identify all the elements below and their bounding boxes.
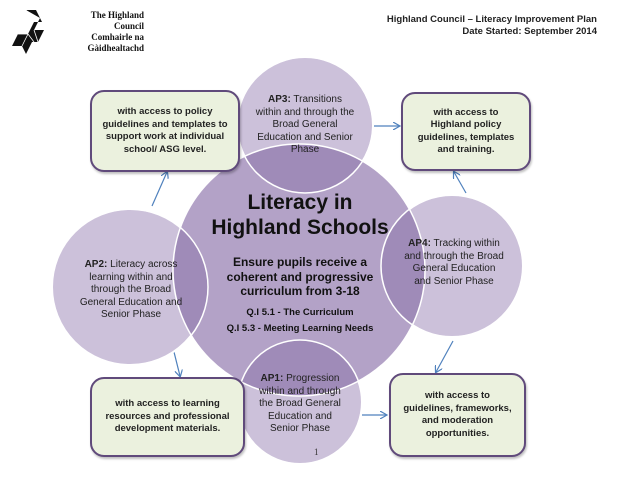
ap2-text: Literacy across learning within and thro… xyxy=(79,259,183,320)
box-top-right-text: with access to Highland policy guideline… xyxy=(417,106,515,156)
ap3-id: AP3: xyxy=(268,94,291,105)
page-number: 1 xyxy=(314,447,319,457)
central-title: Literacy in Highland Schools xyxy=(180,190,420,240)
quality-indicators: Q.I 5.1 - The Curriculum Q.I 5.3 - Meeti… xyxy=(180,305,420,337)
quality-indicator-5-1: Q.I 5.1 - The Curriculum xyxy=(246,307,354,318)
box-bottom-right-text: with access to guidelines, frameworks, a… xyxy=(403,390,512,439)
ap2-label: AP2: Literacy across learning within and… xyxy=(75,259,187,322)
quality-indicator-5-3: Q.I 5.3 - Meeting Learning Needs xyxy=(226,323,374,334)
central-title-line: Highland Schools xyxy=(211,216,389,239)
box-top-left: with access to policy guidelines and tem… xyxy=(90,90,240,172)
logo-line: Comhairle na xyxy=(91,32,144,42)
central-subtitle-line: curriculum from 3-18 xyxy=(240,284,360,298)
highland-council-logo: The Highland Council Comhairle na Gàidhe… xyxy=(12,8,144,56)
arrow-ap4-to-top-right xyxy=(454,172,467,194)
ap4-text: Tracking within and through the Broad Ge… xyxy=(404,238,504,287)
central-title-line: Literacy in xyxy=(247,191,353,214)
ap4-label: AP4: Tracking within and through the Bro… xyxy=(404,238,504,288)
ap4-id: AP4: xyxy=(408,238,431,249)
ap1-label: AP1: Progression within and through the … xyxy=(254,373,346,436)
central-subtitle-line: Ensure pupils receive a xyxy=(232,255,368,269)
logo-text: The Highland Council Comhairle na Gàidhe… xyxy=(54,10,144,54)
box-top-left-text: with access to policy guidelines and tem… xyxy=(102,106,228,155)
circle-overlaps xyxy=(173,144,425,396)
box-bottom-left-text: with access to learning resources and pr… xyxy=(105,398,230,435)
ap2-id: AP2: xyxy=(84,259,108,270)
document-header: Highland Council – Literacy Improvement … xyxy=(387,14,597,38)
ap3-text: Transitions within and through the Broad… xyxy=(255,94,355,155)
arrow-ap4-to-bottom-right xyxy=(436,340,454,372)
central-subtitle: Ensure pupils receive a coherent and pro… xyxy=(180,255,420,299)
box-bottom-left: with access to learning resources and pr… xyxy=(90,377,245,457)
box-top-right: with access to Highland policy guideline… xyxy=(401,92,531,171)
logo-line: Gàidhealtachd xyxy=(87,43,144,53)
ap1-id: AP1: xyxy=(260,373,284,384)
ap3-label: AP3: Transitions within and through the … xyxy=(255,94,355,157)
logo-line: Council xyxy=(113,21,144,31)
box-bottom-right: with access to guidelines, frameworks, a… xyxy=(389,373,526,457)
header-title: Highland Council – Literacy Improvement … xyxy=(386,14,597,25)
central-subtitle-line: coherent and progressive xyxy=(226,269,374,284)
ap1-text: Progression within and through the Broad… xyxy=(259,373,341,434)
arrow-ap2-to-top-left xyxy=(151,172,167,207)
logo-line: The Highland xyxy=(90,10,144,20)
header-date: Date Started: September 2014 xyxy=(462,26,597,37)
central-circle xyxy=(173,144,425,396)
council-logo-icon xyxy=(12,9,44,54)
